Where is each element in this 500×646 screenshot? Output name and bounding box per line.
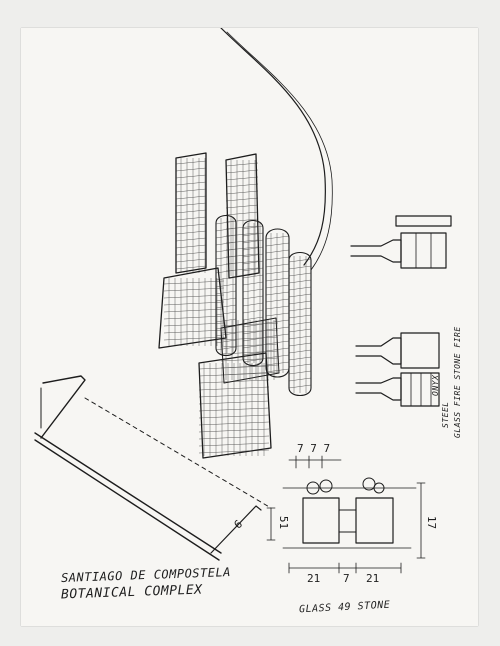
drawing-sheet: SANTIAGO DE COMPOSTELA BOTANICAL COMPLEX… xyxy=(21,28,478,626)
dim-21-left: 21 xyxy=(307,572,321,585)
architectural-sketch xyxy=(34,28,452,574)
diagonal-frame xyxy=(34,375,272,561)
dim-51: 51 xyxy=(277,515,291,530)
note-steel: STEEL xyxy=(441,401,450,428)
elevation-sketches xyxy=(350,215,452,407)
note-onyx: ONYX xyxy=(431,374,440,396)
dim-21-right: 21 xyxy=(366,572,380,585)
note-glass-fire: GLASS FIRE STONE FIRE xyxy=(453,326,462,438)
dim-7: 7 xyxy=(343,572,350,585)
plan-drawing xyxy=(266,455,426,574)
tower-complex xyxy=(158,152,312,459)
dim-top: 7 7 7 xyxy=(297,442,331,455)
flowing-line xyxy=(220,28,326,266)
dim-17: 17 xyxy=(425,515,439,530)
